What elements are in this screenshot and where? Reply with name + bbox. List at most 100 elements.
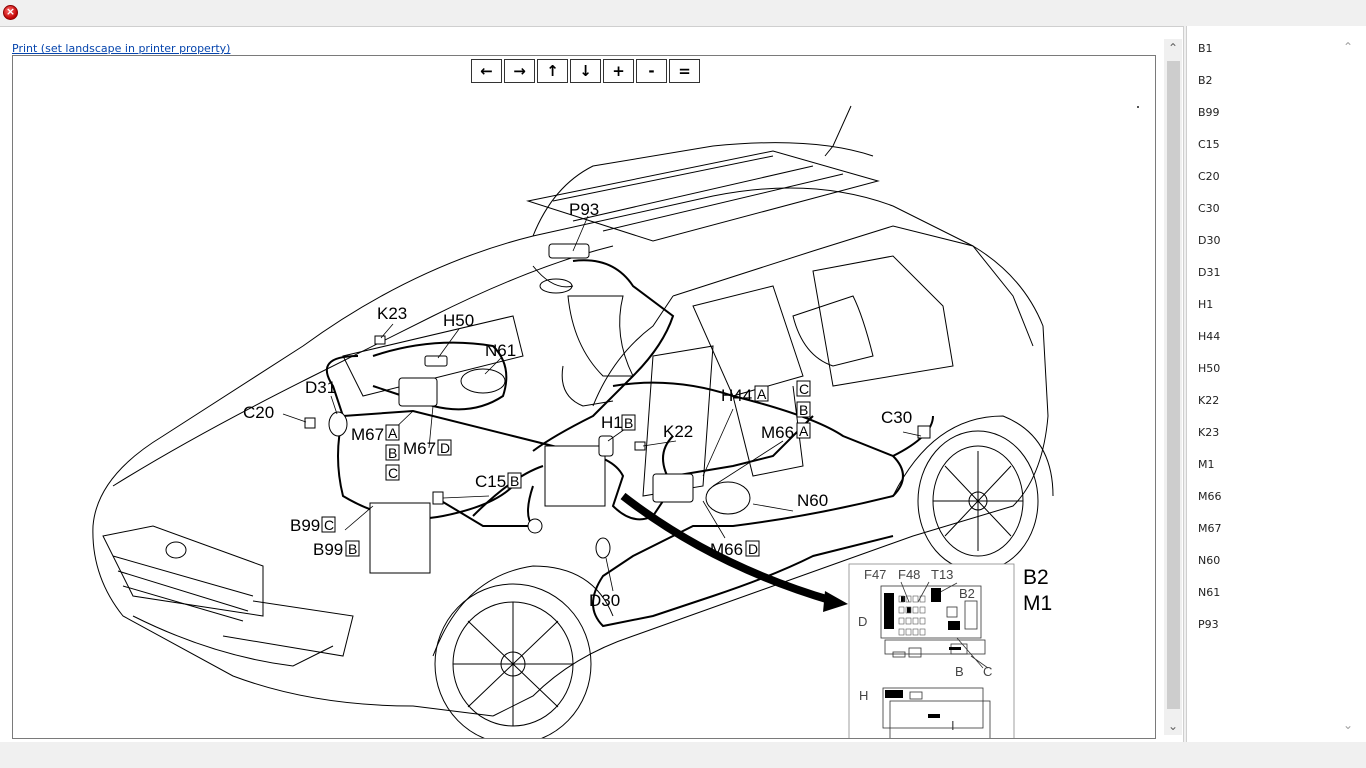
label-k22: K22 — [663, 422, 693, 441]
box-b99-c: C — [321, 516, 336, 533]
sidebar-scrollbar[interactable]: ⌃ ⌄ — [1339, 38, 1357, 734]
chevron-down-icon[interactable]: ⌄ — [1342, 718, 1354, 732]
list-item[interactable]: H44 — [1198, 330, 1221, 343]
diagram-frame: ← → ↑ ↓ + - = — [12, 55, 1156, 739]
close-icon[interactable]: × — [3, 5, 18, 20]
box-c15-b: B — [507, 472, 522, 489]
svg-text:A: A — [757, 386, 767, 402]
svg-text:B: B — [510, 473, 519, 489]
chevron-up-icon[interactable]: ⌃ — [1342, 40, 1354, 54]
list-item[interactable]: N60 — [1198, 554, 1221, 567]
inset-label-b: B — [955, 664, 964, 679]
svg-text:B: B — [388, 445, 397, 461]
label-m67-d: M67 — [403, 439, 436, 458]
label-d31: D31 — [305, 378, 336, 397]
label-m66: M66 — [761, 423, 794, 442]
label-k23: K23 — [377, 304, 407, 323]
inset-label-d: D — [858, 614, 867, 629]
list-item[interactable]: D31 — [1198, 266, 1221, 279]
component-list: B1 B2 B99 C15 C20 C30 D30 D31 H1 H44 H50… — [1186, 26, 1366, 742]
svg-text:B: B — [799, 402, 808, 418]
label-h44: H44 — [721, 386, 752, 405]
print-link[interactable]: Print (set landscape in printer property… — [12, 42, 231, 55]
arrow-left-icon: ← — [480, 62, 493, 80]
pan-up-button[interactable]: ↑ — [537, 59, 568, 83]
title-bar: × — [0, 0, 1366, 26]
status-bar — [0, 742, 1366, 768]
svg-text:A: A — [388, 425, 398, 441]
inset-label-f47: F47 — [864, 567, 886, 582]
zoom-out-icon: - — [648, 62, 655, 80]
callout-arrow — [620, 492, 835, 605]
zoom-in-button[interactable]: + — [603, 59, 634, 83]
list-item[interactable]: H1 — [1198, 298, 1214, 311]
svg-text:B: B — [624, 415, 633, 431]
main-scrollbar[interactable]: ⌃ ⌄ — [1164, 39, 1182, 735]
list-item[interactable]: K22 — [1198, 394, 1220, 407]
box-h44-b: B — [796, 401, 811, 418]
list-item[interactable]: C15 — [1198, 138, 1220, 151]
inset-label-t13: T13 — [931, 567, 953, 582]
pan-right-button[interactable]: → — [504, 59, 535, 83]
list-item[interactable]: C20 — [1198, 170, 1220, 183]
svg-text:C: C — [799, 381, 809, 397]
label-m67: M67 — [351, 425, 384, 444]
list-item[interactable]: K23 — [1198, 426, 1220, 439]
label-b99-c: B99 — [290, 516, 320, 535]
svg-text:A: A — [799, 423, 809, 439]
box-m66-d: D — [745, 540, 760, 557]
list-item[interactable]: M67 — [1198, 522, 1222, 535]
box-b99-b: B — [345, 540, 360, 557]
list-item[interactable]: B1 — [1198, 42, 1213, 55]
fusebox-inset: B2 M1 F47 F48 T13 B2 D B C H I M1 — [848, 563, 1052, 738]
svg-text:C: C — [324, 517, 334, 533]
components — [304, 243, 931, 574]
list-item[interactable]: P93 — [1198, 618, 1219, 631]
list-item[interactable]: C30 — [1198, 202, 1220, 215]
label-b99-b: B99 — [313, 540, 343, 559]
list-item[interactable]: H50 — [1198, 362, 1221, 375]
arrow-up-icon: ↑ — [546, 62, 559, 80]
zoom-in-icon: + — [612, 62, 625, 80]
wiring-harness — [325, 259, 934, 628]
list-item[interactable]: B99 — [1198, 106, 1220, 119]
pan-down-button[interactable]: ↓ — [570, 59, 601, 83]
label-p93: P93 — [569, 200, 599, 219]
label-h50: H50 — [443, 311, 474, 330]
inset-label-c: C — [983, 664, 992, 679]
list-item[interactable]: M1 — [1198, 458, 1215, 471]
chevron-up-icon[interactable]: ⌃ — [1167, 41, 1179, 55]
inset-label-i: I — [951, 718, 955, 733]
list-item[interactable]: D30 — [1198, 234, 1221, 247]
pan-left-button[interactable]: ← — [471, 59, 502, 83]
label-c20: C20 — [243, 403, 274, 422]
label-c15: C15 — [475, 472, 506, 491]
wiring-diagram[interactable]: P93 K23 H50 N61 D31 C20 M67 M67 H1 K22 H… — [13, 56, 1155, 738]
pin-boxes: A B C D B A C B A B C B D — [321, 380, 811, 557]
svg-text:D: D — [440, 440, 450, 456]
scroll-thumb[interactable] — [1167, 61, 1180, 709]
label-c30: C30 — [881, 408, 912, 427]
label-h1: H1 — [601, 413, 623, 432]
car-outline — [92, 105, 1054, 738]
zoom-out-button[interactable]: - — [636, 59, 667, 83]
box-m66-a: A — [796, 422, 811, 439]
box-m67-a: A — [385, 424, 400, 441]
chevron-down-icon[interactable]: ⌄ — [1167, 719, 1179, 733]
inset-title-m1: M1 — [1023, 592, 1052, 615]
arrow-down-icon: ↓ — [579, 62, 592, 80]
list-item[interactable]: M66 — [1198, 490, 1222, 503]
diagram-pane: Print (set landscape in printer property… — [0, 26, 1184, 742]
zoom-reset-button[interactable]: = — [669, 59, 700, 83]
inset-label-h: H — [859, 688, 868, 703]
box-m67-c: C — [385, 464, 400, 481]
svg-text:D: D — [748, 541, 758, 557]
component-labels: P93 K23 H50 N61 D31 C20 M67 M67 H1 K22 H… — [243, 200, 912, 610]
list-item[interactable]: N61 — [1198, 586, 1221, 599]
label-n61: N61 — [485, 341, 516, 360]
label-d30: D30 — [589, 591, 620, 610]
leader-lines — [282, 215, 922, 592]
list-item[interactable]: B2 — [1198, 74, 1213, 87]
inset-title-b2: B2 — [1023, 566, 1049, 589]
svg-text:C: C — [388, 465, 398, 481]
